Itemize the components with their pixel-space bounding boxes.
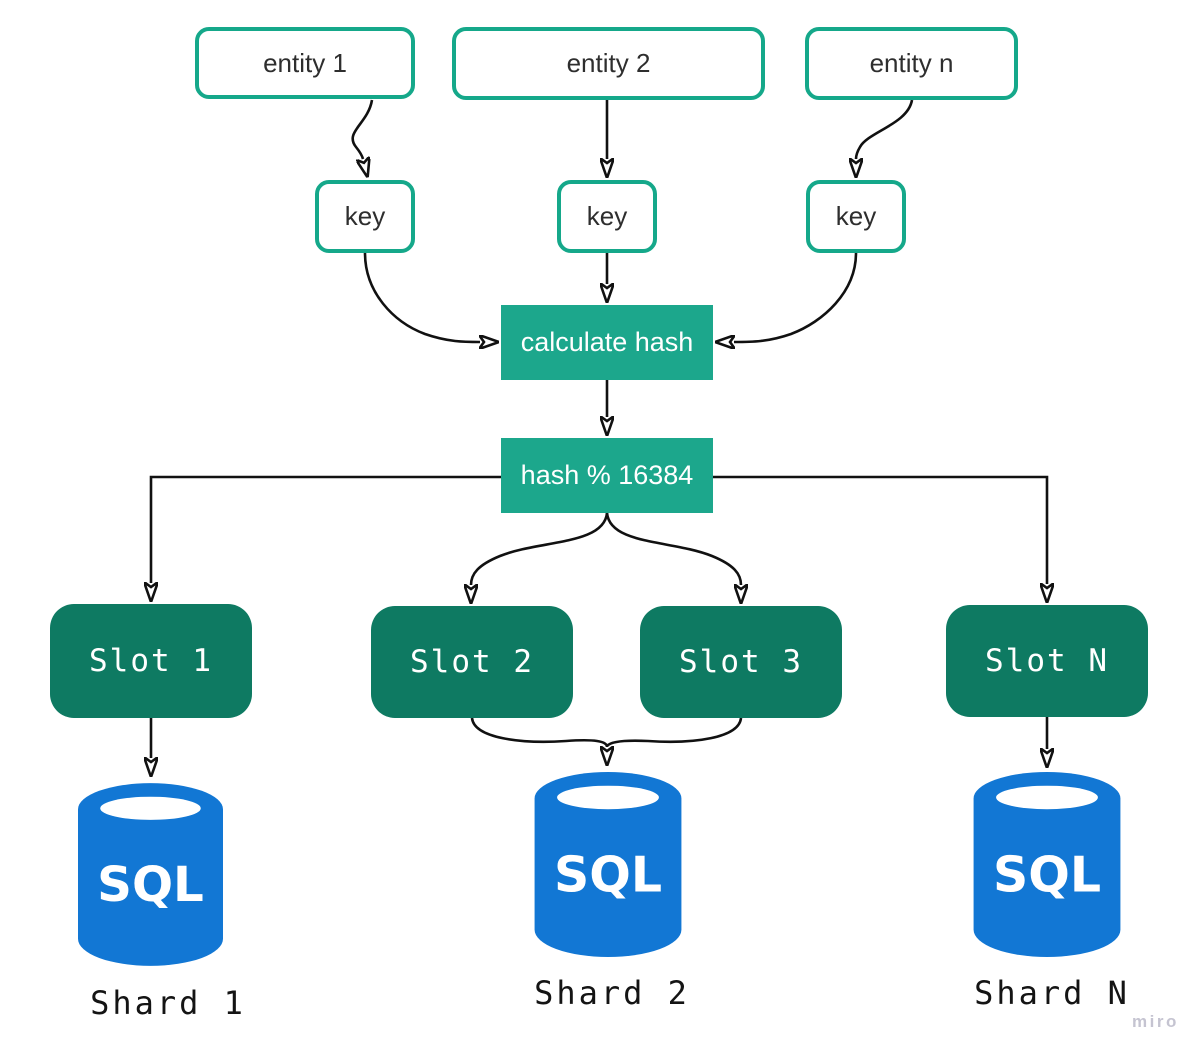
database-cylinder-top (557, 785, 659, 810)
database-cylinder-shape (973, 772, 1121, 958)
connector-modulo-slot2 (471, 512, 609, 585)
node-slot-n-label: Slot N (985, 643, 1109, 679)
node-key-3-label: key (835, 201, 877, 231)
shard-1-caption[interactable]: Shard 1 (90, 984, 246, 1022)
node-slot-2-label: Slot 2 (410, 644, 534, 680)
sql-database-icon-shard2[interactable]: SQL (534, 772, 682, 958)
node-entity-1[interactable]: entity 1 (195, 27, 415, 99)
shard-2-caption[interactable]: Shard 2 (534, 974, 690, 1012)
connector-slot2-shard2 (470, 717, 607, 747)
node-entity-2-label: entity 2 (566, 48, 651, 78)
node-key-1[interactable]: key (315, 180, 415, 253)
database-cylinder-shape (534, 772, 682, 958)
node-slot-2[interactable]: Slot 2 (371, 606, 573, 718)
node-key-2[interactable]: key (557, 180, 657, 253)
node-entity-1-label: entity 1 (263, 47, 347, 78)
node-key-3[interactable]: key (806, 180, 906, 253)
database-sql-text: SQL (554, 846, 662, 903)
database-cylinder-top (996, 785, 1098, 810)
node-calculate-hash[interactable]: calculate hash (501, 305, 713, 380)
node-slot-3-label: Slot 3 (679, 644, 803, 680)
node-slot-n[interactable]: Slot N (946, 605, 1148, 717)
shard-n-caption[interactable]: Shard N (974, 974, 1130, 1012)
miro-watermark: miro (1132, 1012, 1179, 1031)
connector-key1-calchash (363, 252, 480, 342)
connector-modulo-slotN (713, 475, 1047, 584)
node-calculate-hash-label: calculate hash (520, 327, 694, 357)
connector-key3-calchash (734, 252, 858, 342)
database-sql-text: SQL (993, 846, 1101, 903)
node-slot-1-label: Slot 1 (89, 643, 213, 679)
database-sql-text: SQL (97, 857, 204, 913)
node-entity-n[interactable]: entity n (805, 27, 1018, 100)
node-slot-3[interactable]: Slot 3 (640, 606, 842, 718)
node-key-1-label: key (344, 201, 386, 231)
database-cylinder-top (100, 796, 201, 820)
node-entity-2[interactable]: entity 2 (452, 27, 765, 100)
connector-slot3-shard2 (605, 717, 743, 747)
node-entity-n-label: entity n (869, 48, 954, 78)
node-key-2-label: key (586, 201, 628, 231)
database-cylinder-shape (78, 783, 223, 966)
connector-entity1-key1 (351, 99, 374, 159)
connector-modulo-slot3 (605, 512, 741, 585)
node-hash-modulo[interactable]: hash % 16384 (501, 438, 713, 513)
connector-modulo-slot1 (151, 475, 501, 583)
sql-database-icon-shard1[interactable]: SQL (78, 783, 223, 967)
sql-database-icon-shardN[interactable]: SQL (973, 772, 1121, 958)
node-hash-modulo-label: hash % 16384 (520, 460, 694, 490)
node-slot-1[interactable]: Slot 1 (50, 604, 252, 718)
connector-entityn-key3 (856, 99, 914, 159)
